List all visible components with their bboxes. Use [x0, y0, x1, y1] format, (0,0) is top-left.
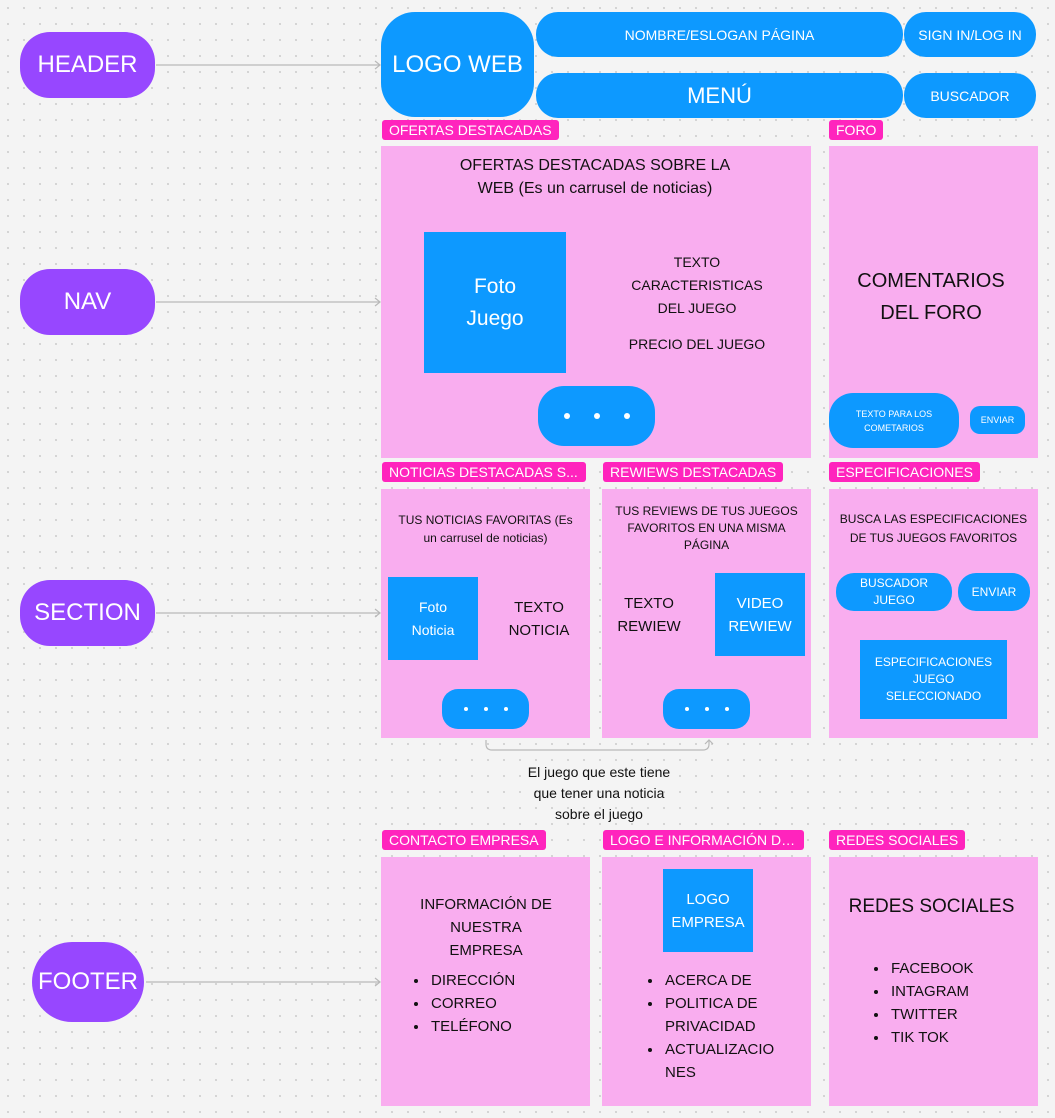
- especificaciones-frame: BUSCA LAS ESPECIFICACIONES DE TUS JUEGOS…: [829, 489, 1038, 738]
- reviews-frame: TUS REVIEWS DE TUS JUEGOS FAVORITOS EN U…: [602, 489, 811, 738]
- game-price: PRECIO DEL JUEGO: [628, 336, 766, 352]
- redes-tag: REDES SOCIALES: [829, 830, 966, 850]
- noticias-tag: NOTICIAS DESTACADAS S...: [382, 462, 586, 482]
- company-info-title: INFORMACIÓN DE NUESTRA EMPRESA: [420, 896, 552, 959]
- company-links-list: ACERCA DE POLITICA DE PRIVACIDAD ACTUALI…: [641, 969, 781, 1084]
- search-button[interactable]: BUSCADOR: [904, 73, 1036, 118]
- contacto-frame: INFORMACIÓN DE NUESTRA EMPRESA DIRECCIÓN…: [381, 857, 590, 1106]
- news-photo: Foto Noticia: [388, 577, 478, 660]
- logoinfo-frame: LOGO EMPRESA ACERCA DE POLITICA DE PRIVA…: [602, 857, 811, 1106]
- phone-item: TELÉFONO: [429, 1015, 515, 1038]
- menu-bar[interactable]: MENÚ: [536, 73, 903, 118]
- dot-icon: [684, 707, 689, 711]
- sign-in-button[interactable]: SIGN IN/LOG IN: [904, 12, 1036, 57]
- game-features-text: TEXTO CARACTERISTICAS DEL JUEGO: [631, 254, 763, 316]
- dot-icon: [503, 707, 508, 711]
- dot-icon: [563, 413, 570, 419]
- email-item: CORREO: [429, 992, 515, 1015]
- news-title: TUS NOTICIAS FAVORITAS (Es un carrusel d…: [398, 513, 573, 545]
- tiktok-link[interactable]: TIK TOK: [889, 1026, 974, 1049]
- news-carousel-dots[interactable]: [442, 689, 529, 729]
- footer-label: FOOTER: [32, 942, 144, 1022]
- dot-icon: [623, 413, 630, 419]
- noticias-frame: TUS NOTICIAS FAVORITAS (Es un carrusel d…: [381, 489, 590, 738]
- dot-icon: [724, 707, 729, 711]
- specs-send-button[interactable]: ENVIAR: [958, 573, 1030, 611]
- link-note: El juego que este tiene que tener una no…: [527, 764, 671, 822]
- dot-icon: [463, 707, 468, 711]
- nav-label: NAV: [20, 269, 155, 335]
- ofertas-tag: OFERTAS DESTACADAS: [382, 120, 559, 140]
- news-text: TEXTO NOTICIA: [508, 599, 570, 639]
- foro-tag: FORO: [829, 120, 884, 140]
- ofertas-frame: OFERTAS DESTACADAS SOBRE LA WEB (Es un c…: [381, 146, 811, 458]
- logoinfo-tag: LOGO E INFORMACIÓN DE ...: [603, 830, 804, 850]
- logo-web: LOGO WEB: [381, 12, 534, 117]
- comment-input[interactable]: TEXTO PARA LOS COMETARIOS: [829, 393, 959, 448]
- ofertas-title: OFERTAS DESTACADAS SOBRE LA WEB (Es un c…: [459, 157, 731, 197]
- about-link[interactable]: ACERCA DE: [663, 969, 781, 992]
- especificaciones-tag: ESPECIFICACIONES: [829, 462, 980, 482]
- social-list: FACEBOOK INTAGRAM TWITTER TIK TOK: [867, 957, 974, 1049]
- site-name-slogan: NOMBRE/ESLOGAN PÁGINA: [536, 12, 903, 57]
- reviews-carousel-dots[interactable]: [663, 689, 750, 729]
- selected-game-specs: ESPECIFICACIONES JUEGO SELECCIONADO: [860, 640, 1007, 719]
- forum-comments-title: COMENTARIOS DEL FORO: [857, 270, 1005, 324]
- forum-send-button[interactable]: ENVIAR: [970, 406, 1025, 434]
- twitter-link[interactable]: TWITTER: [889, 1003, 974, 1026]
- updates-link[interactable]: ACTUALIZACIONES: [663, 1038, 781, 1084]
- facebook-link[interactable]: FACEBOOK: [889, 957, 974, 980]
- review-video[interactable]: VIDEO REWIEW: [715, 573, 805, 656]
- contact-list: DIRECCIÓN CORREO TELÉFONO: [407, 969, 515, 1038]
- section-label: SECTION: [20, 580, 155, 646]
- review-text: TEXTO REWIEW: [617, 595, 681, 635]
- privacy-policy-link[interactable]: POLITICA DE PRIVACIDAD: [663, 992, 781, 1038]
- dot-icon: [704, 707, 709, 711]
- game-photo: Foto Juego: [424, 232, 566, 373]
- foro-frame: COMENTARIOS DEL FORO TEXTO PARA LOS COME…: [829, 146, 1038, 458]
- contacto-tag: CONTACTO EMPRESA: [382, 830, 546, 850]
- carousel-dots[interactable]: [538, 386, 655, 446]
- game-search-input[interactable]: BUSCADOR JUEGO: [836, 573, 952, 611]
- company-logo: LOGO EMPRESA: [663, 869, 753, 952]
- dot-icon: [483, 707, 488, 711]
- reviews-title: TUS REVIEWS DE TUS JUEGOS FAVORITOS EN U…: [615, 504, 798, 552]
- specs-title: BUSCA LAS ESPECIFICACIONES DE TUS JUEGOS…: [839, 512, 1028, 545]
- social-title: REDES SOCIALES: [848, 896, 1015, 917]
- instagram-link[interactable]: INTAGRAM: [889, 980, 974, 1003]
- header-label: HEADER: [20, 32, 155, 98]
- address-item: DIRECCIÓN: [429, 969, 515, 992]
- redes-frame: REDES SOCIALES FACEBOOK INTAGRAM TWITTER…: [829, 857, 1038, 1106]
- reviews-tag: REWIEWS DESTACADAS: [603, 462, 784, 482]
- dot-icon: [593, 413, 600, 419]
